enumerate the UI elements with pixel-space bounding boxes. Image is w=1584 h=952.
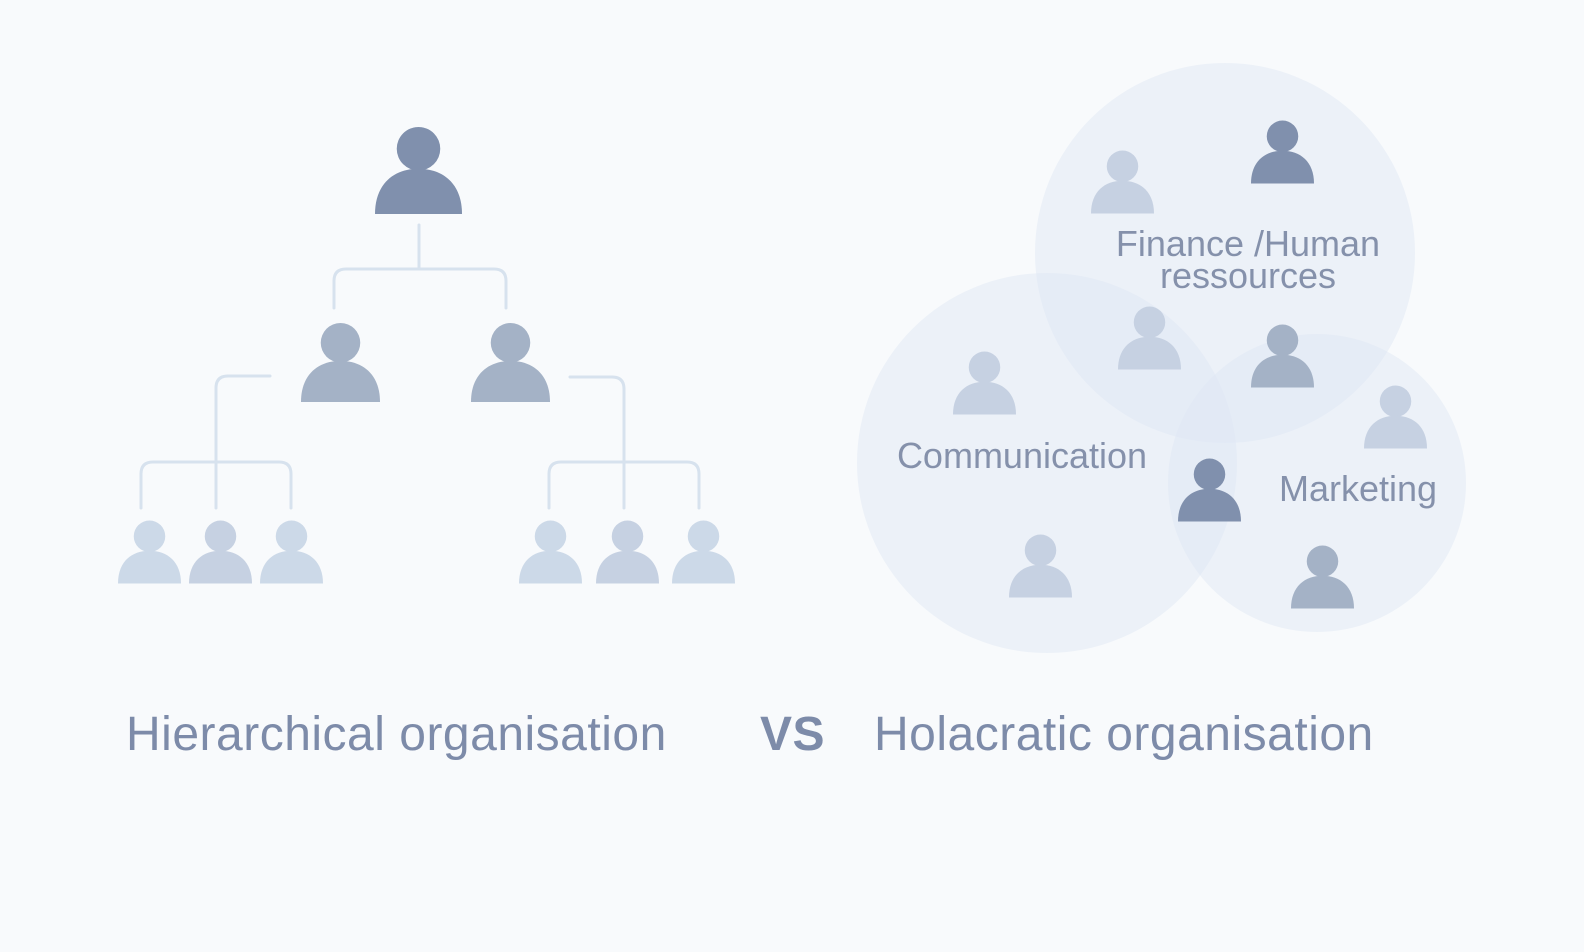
person-icon xyxy=(118,520,181,584)
label-finance-hr-line1: Finance /Human xyxy=(1116,223,1380,264)
label-finance-hr-line2: ressources xyxy=(1160,255,1336,296)
holacratic-caption: Holacratic organisation xyxy=(874,708,1374,761)
vs-label: VS xyxy=(760,708,826,761)
connector-right-team xyxy=(547,375,701,510)
hierarchy-chart xyxy=(139,223,701,510)
person-icon xyxy=(672,520,735,584)
connector-top xyxy=(332,223,508,310)
person-icon xyxy=(260,520,323,584)
holacracy-labels: Finance /Human ressources Communication … xyxy=(897,223,1437,509)
label-marketing: Marketing xyxy=(1279,468,1437,509)
person-icon xyxy=(596,520,659,584)
hierarchical-caption: Hierarchical organisation xyxy=(126,708,667,761)
person-icon xyxy=(189,520,252,584)
hierarchy-people xyxy=(118,127,735,584)
person-icon xyxy=(471,323,550,402)
person-icon xyxy=(375,127,462,214)
person-icon xyxy=(519,520,582,584)
person-icon xyxy=(301,323,380,402)
connector-left-team xyxy=(139,374,293,510)
label-communication: Communication xyxy=(897,435,1147,476)
